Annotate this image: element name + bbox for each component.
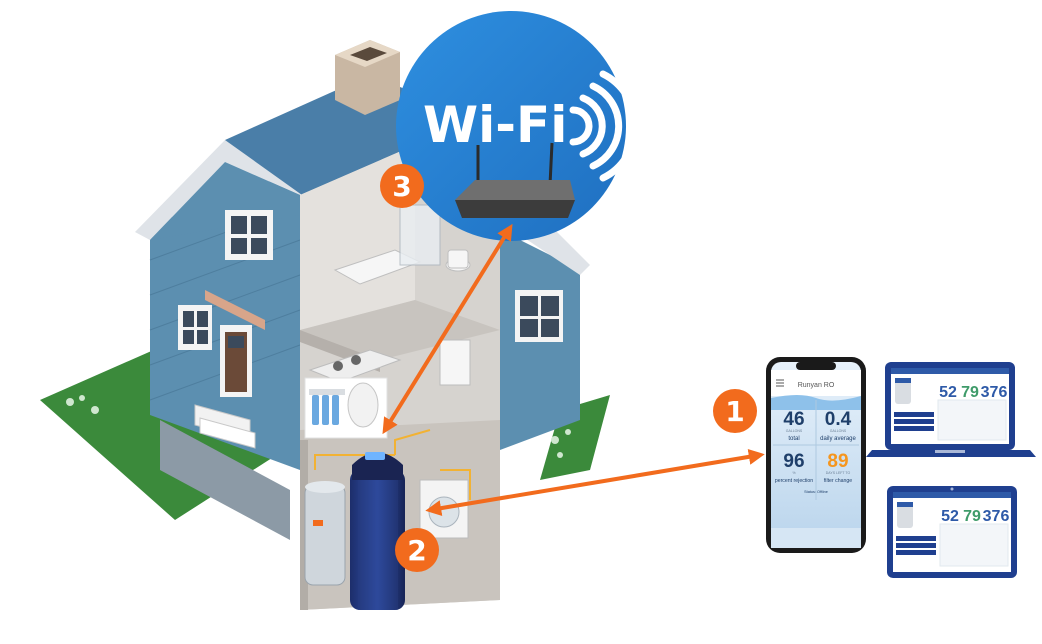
- arrow-softener-phone: [425, 448, 765, 517]
- tile-daily-value: 0.4: [825, 409, 852, 430]
- front-door: [220, 325, 252, 397]
- connection-arrows: [382, 223, 765, 517]
- smartphone: Runyan RO 46 GALLONS total 0.4 GALLONS d…: [766, 357, 866, 553]
- wifi-signal-icon: [569, 70, 639, 182]
- window-lower-left: [178, 305, 212, 350]
- ro-system: [304, 377, 388, 439]
- tablet: 52 79 376: [887, 486, 1017, 578]
- water-heater: [304, 481, 346, 586]
- tile-total-value: 46: [783, 409, 804, 430]
- window-right: [515, 290, 563, 342]
- tile-daily-unit: GALLONS: [830, 429, 847, 433]
- badge-2: 2: [395, 528, 439, 572]
- tile-filter-unit: DAYS LEFT TO: [826, 471, 851, 475]
- tile-filter-value: 89: [827, 451, 848, 472]
- laptop-metric-1: 52: [939, 384, 957, 401]
- laptop-metric-2: 79: [961, 384, 979, 401]
- tile-rejection-unit: %: [792, 471, 795, 475]
- router: [455, 142, 575, 218]
- laptop: 52 79 376: [866, 362, 1036, 457]
- water-softener: [350, 452, 405, 610]
- tile-rejection-value: 96: [783, 451, 804, 472]
- badge-3-number: 3: [392, 170, 411, 203]
- tile-total-unit: GALLONS: [786, 429, 803, 433]
- laptop-metric-3: 376: [981, 384, 1008, 401]
- front-steps: [194, 404, 256, 449]
- tablet-metric-1: 52: [941, 508, 959, 525]
- badge-2-number: 2: [407, 534, 426, 567]
- badge-1-number: 1: [725, 395, 744, 428]
- window-upper-left: [225, 210, 273, 260]
- wifi-label: Wi-Fi: [423, 96, 567, 154]
- tile-total-label: total: [788, 436, 799, 442]
- phone-status: Status: Offline: [804, 490, 828, 494]
- tile-rejection-label: percent rejection: [775, 478, 813, 484]
- tablet-metric-2: 79: [963, 508, 981, 525]
- badge-3: 3: [380, 164, 424, 208]
- phone-app-title: Runyan RO: [798, 382, 835, 389]
- badge-1: 1: [713, 389, 757, 433]
- tile-daily-label: daily average: [820, 436, 856, 442]
- arrow-router-ro: [382, 223, 513, 435]
- tablet-metric-3: 376: [983, 508, 1010, 525]
- tile-filter-label: filter change: [824, 478, 852, 484]
